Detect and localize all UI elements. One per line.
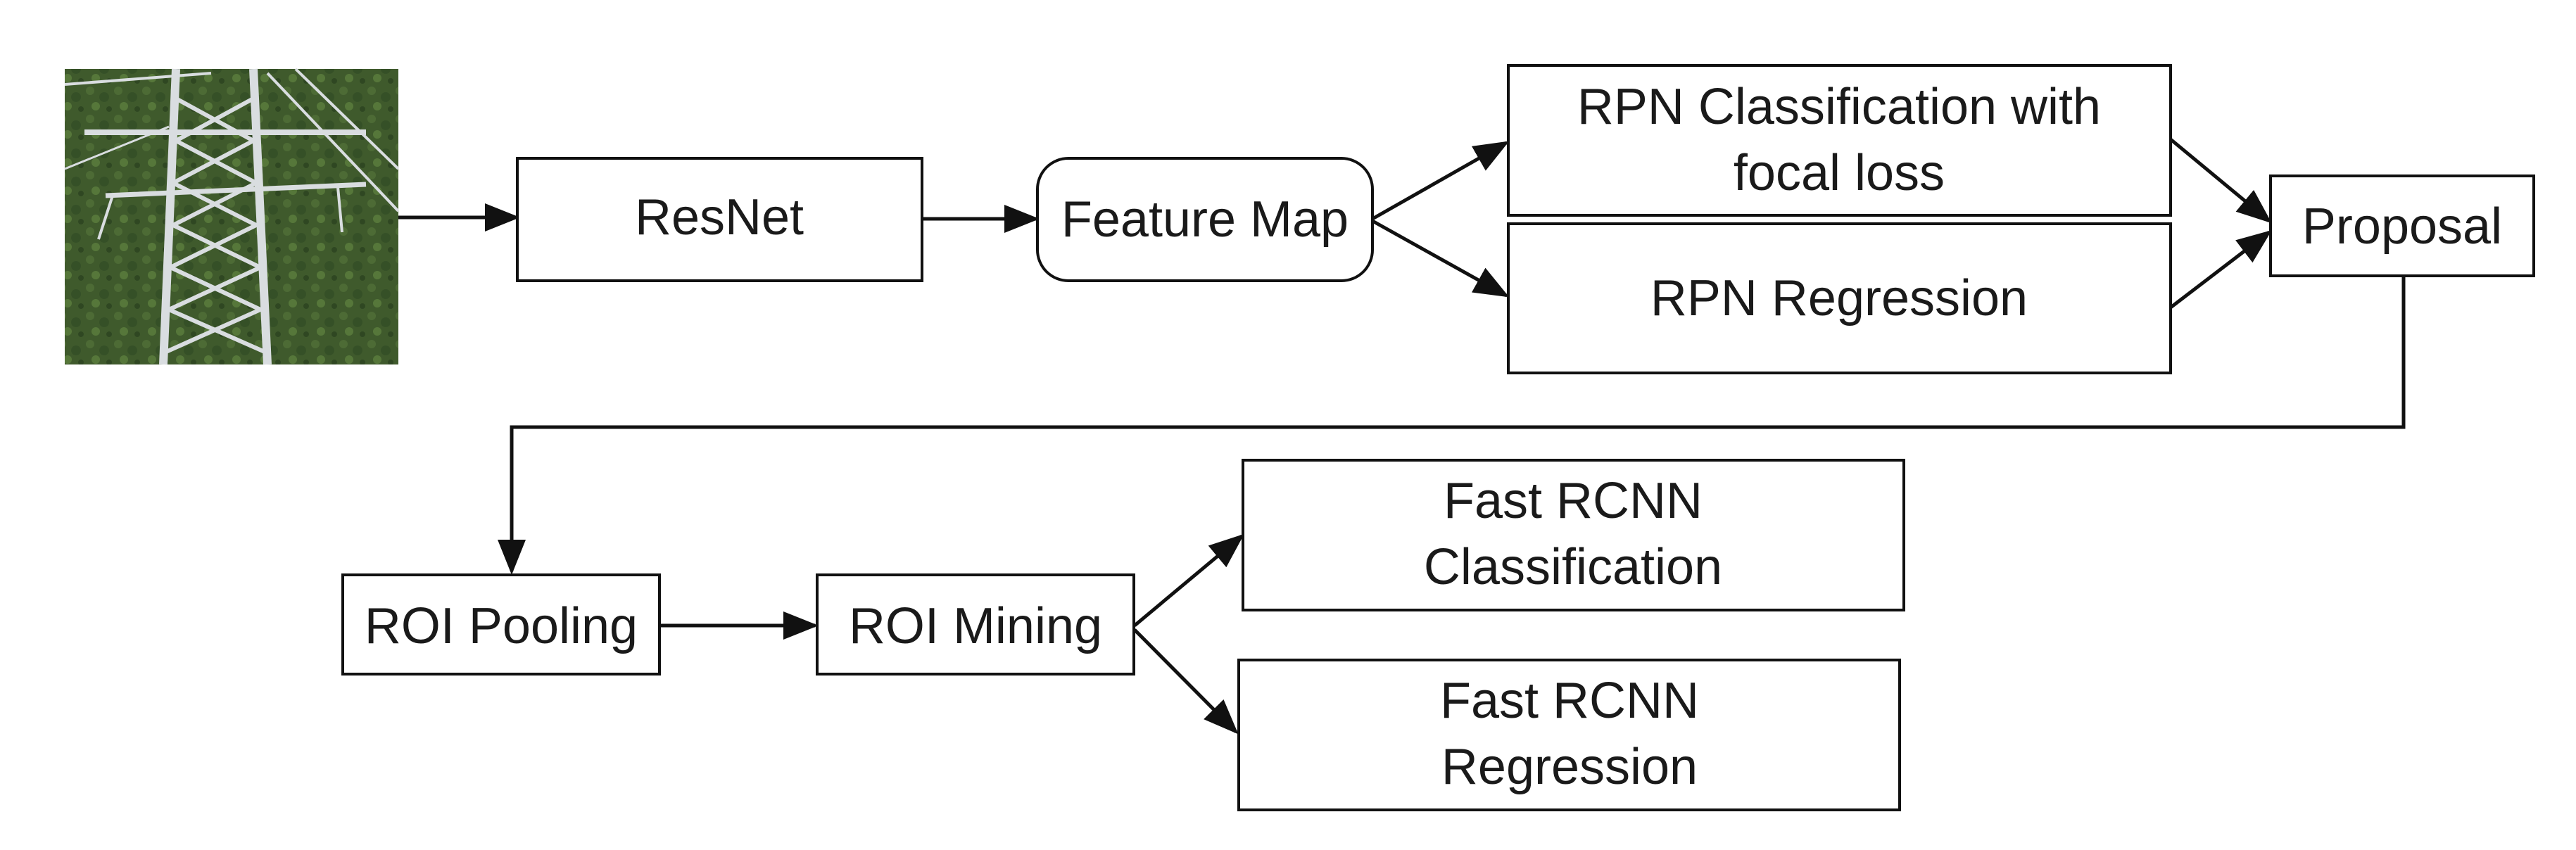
node-fast-rcnn-classification: Fast RCNN Classification xyxy=(1242,459,1905,611)
node-rpn-regression-label: RPN Regression xyxy=(1650,270,2028,326)
node-roi-mining: ROI Mining xyxy=(816,573,1135,675)
edges xyxy=(398,138,2406,735)
edge-proposal-to-roi-pooling xyxy=(498,276,2406,575)
node-rpn-classification-line-1: RPN Classification with xyxy=(1577,79,2101,135)
node-fast-rcnn-regression-line-1: Fast RCNN xyxy=(1440,673,1699,729)
transmission-tower-icon xyxy=(64,68,400,365)
node-feature-map-label: Feature Map xyxy=(1061,191,1349,248)
node-fast-rcnn-classification-line-1: Fast RCNN xyxy=(1444,473,1703,529)
edge-rpn-cls-to-proposal xyxy=(2169,138,2272,224)
edge-feature-map-to-rpn-reg xyxy=(1371,219,1510,298)
node-rpn-classification-line-2: focal loss xyxy=(1734,145,1945,201)
input-image xyxy=(64,68,400,365)
node-rpn-regression: RPN Regression xyxy=(1507,222,2172,374)
node-proposal: Proposal xyxy=(2269,175,2535,277)
edge-roi-mining-to-fast-reg xyxy=(1133,628,1239,735)
node-feature-map: Feature Map xyxy=(1036,157,1374,282)
edge-feature-map-to-rpn-cls xyxy=(1371,141,1510,221)
node-fast-rcnn-regression: Fast RCNN Regression xyxy=(1237,659,1901,811)
node-roi-pooling: ROI Pooling xyxy=(341,573,661,675)
node-rpn-classification: RPN Classification with focal loss xyxy=(1507,64,2172,217)
node-fast-rcnn-regression-line-2: Regression xyxy=(1441,739,1698,795)
edge-rpn-reg-to-proposal xyxy=(2169,229,2272,309)
node-roi-mining-label: ROI Mining xyxy=(849,598,1102,654)
node-proposal-label: Proposal xyxy=(2302,198,2502,255)
edge-roi-mining-to-fast-cls xyxy=(1133,533,1244,627)
node-resnet: ResNet xyxy=(516,157,923,282)
node-fast-rcnn-classification-line-2: Classification xyxy=(1424,539,1722,595)
node-resnet-label: ResNet xyxy=(635,189,804,246)
node-roi-pooling-label: ROI Pooling xyxy=(365,598,638,654)
